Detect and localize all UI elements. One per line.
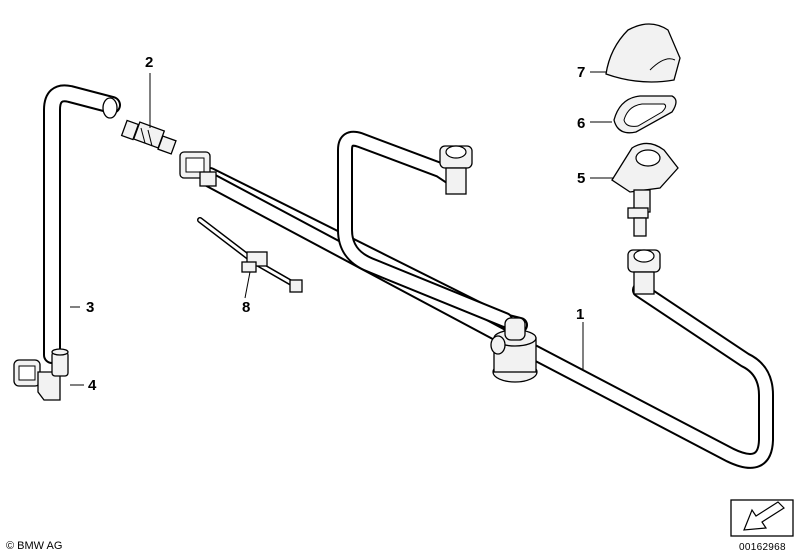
callout-6: 6	[577, 115, 586, 132]
callout-7: 7	[577, 64, 586, 81]
arrow-icon	[743, 501, 785, 531]
elbow-connector-part-4[interactable]	[13, 348, 69, 401]
callout-3: 3	[86, 299, 95, 316]
leader-lines	[70, 71, 614, 386]
cable-tie-part-8[interactable]	[197, 217, 303, 293]
gasket-part-6[interactable]	[613, 95, 677, 134]
check-valve[interactable]	[490, 317, 538, 383]
diagram-id: 00162968	[739, 542, 786, 553]
callout-8: 8	[242, 299, 251, 316]
callout-1: 1	[576, 306, 585, 323]
callout-2: 2	[145, 54, 154, 71]
cover-cap-part-7[interactable]	[605, 23, 681, 83]
hose-fitting-right	[627, 249, 661, 295]
copyright-text: © BMW AG	[6, 540, 63, 552]
hose-fitting-upper	[439, 145, 473, 195]
orientation-box	[730, 499, 794, 537]
washer-nozzle-part-5[interactable]	[611, 142, 679, 237]
hose-part-1[interactable]	[202, 130, 774, 469]
callout-4: 4	[88, 377, 97, 394]
hose-part-3[interactable]	[43, 84, 121, 364]
callout-5: 5	[577, 170, 586, 187]
hose-fitting-left	[179, 151, 217, 187]
connector-part-2[interactable]	[120, 119, 177, 155]
